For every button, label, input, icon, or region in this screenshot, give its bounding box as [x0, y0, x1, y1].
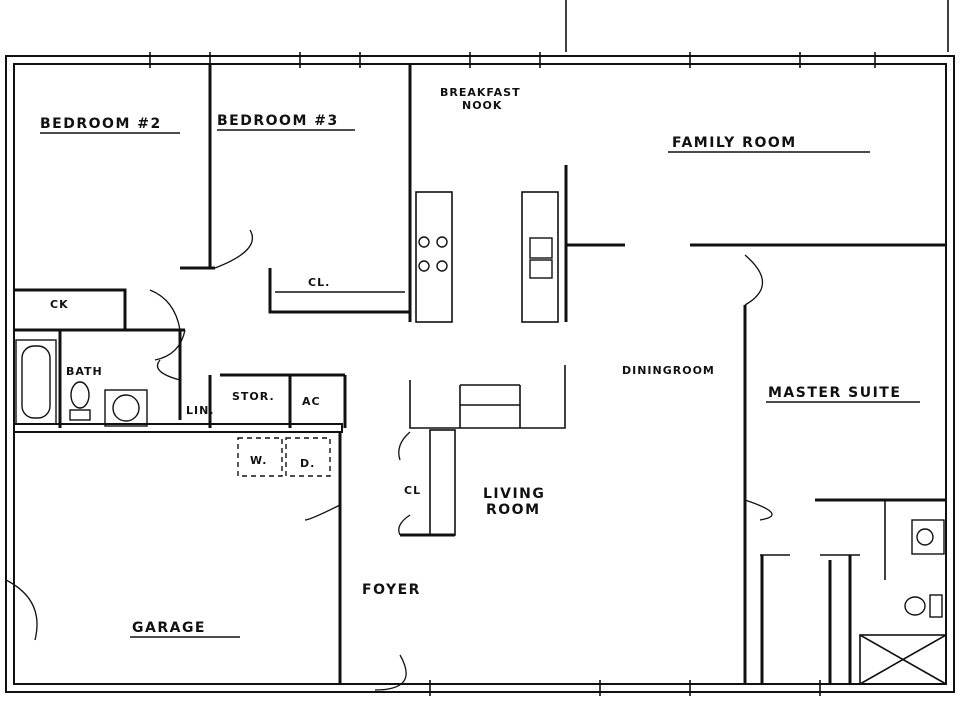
doors — [5, 229, 773, 691]
exterior-walls — [5, 0, 955, 696]
label-storage: STOR. — [232, 390, 275, 403]
fixtures — [15, 236, 945, 618]
label-ac: AC — [302, 395, 321, 408]
label-living-room-line2: ROOM — [486, 502, 541, 518]
label-breakfast-nook-line2: NOOK — [462, 99, 502, 112]
label-living-room-line1: LIVING — [483, 486, 545, 502]
label-closet-bedroom-2: CK — [50, 298, 69, 311]
label-closet-bedroom-3: CL. — [308, 276, 330, 289]
room-labels: BEDROOM #2 BEDROOM #3 BREAKFAST NOOK FAM… — [40, 86, 920, 638]
label-bath: BATH — [66, 365, 103, 378]
label-bedroom-2: BEDROOM #2 — [40, 116, 162, 132]
label-closet-living: CL — [404, 484, 421, 497]
label-linen: LIN. — [186, 404, 215, 417]
label-family-room: FAMILY ROOM — [672, 135, 797, 151]
label-foyer: FOYER — [362, 582, 421, 598]
label-washer: W. — [250, 454, 267, 467]
label-bedroom-3: BEDROOM #3 — [217, 113, 339, 129]
label-breakfast-nook-line1: BREAKFAST — [440, 86, 521, 99]
label-garage: GARAGE — [132, 620, 206, 636]
interior-walls — [13, 64, 947, 685]
label-master-suite: MASTER SUITE — [768, 385, 901, 401]
label-dryer: D. — [300, 457, 315, 470]
label-dining-room: DININGROOM — [622, 364, 715, 377]
